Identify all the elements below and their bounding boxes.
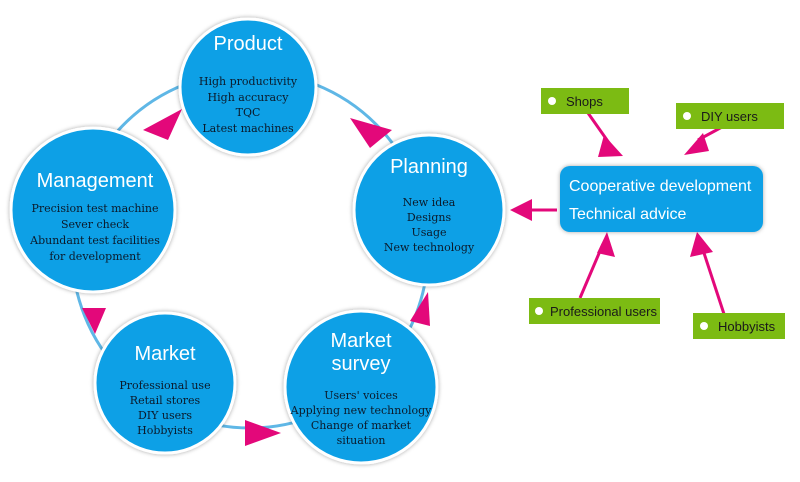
market-survey-circle xyxy=(283,309,439,465)
label-hobbyists: Hobbyists xyxy=(693,313,785,339)
market-survey-node: Market survey Users' voices Applying new… xyxy=(283,309,439,465)
bullet-icon xyxy=(683,112,691,120)
label-professional-users: Professional users xyxy=(529,298,660,324)
market-item: Professional use xyxy=(119,379,210,392)
arrow-box-to-planning-icon xyxy=(510,199,532,221)
market-survey-title: survey xyxy=(332,353,391,375)
planning-circle xyxy=(352,133,506,287)
arrow-shops-to-box-icon xyxy=(598,135,623,157)
bullet-icon xyxy=(548,97,556,105)
management-item: Sever check xyxy=(61,218,129,231)
market-item: Retail stores xyxy=(130,394,201,407)
market-survey-item: Applying new technology xyxy=(290,404,432,417)
product-title: Product xyxy=(214,33,283,55)
market-item: DIY users xyxy=(138,409,192,422)
arrow-diy-to-box-icon xyxy=(684,133,709,155)
market-survey-title: Market xyxy=(330,330,392,352)
arrowheads xyxy=(82,109,713,446)
arrow-box-to-hobbyists-icon xyxy=(690,232,713,257)
diy-users-label: DIY users xyxy=(701,109,758,124)
management-item: Abundant test facilities xyxy=(29,234,160,247)
market-survey-item: Users' voices xyxy=(324,389,398,402)
product-item: TQC xyxy=(236,106,261,119)
cooperation-line: Technical advice xyxy=(569,206,687,223)
management-item: for development xyxy=(49,250,141,263)
professional-users-label-background xyxy=(529,298,660,324)
management-title: Management xyxy=(37,170,154,192)
arrow-to-market-icon xyxy=(82,308,106,334)
arrow-box-to-professional-icon xyxy=(597,232,615,257)
cooperation-box-background xyxy=(560,166,763,232)
management-circle xyxy=(9,126,177,294)
planning-item: Designs xyxy=(407,211,452,224)
product-item: High accuracy xyxy=(208,91,290,104)
product-node: Product High productivity High accuracy … xyxy=(178,17,318,157)
product-item: High productivity xyxy=(199,75,298,88)
planning-item: New technology xyxy=(384,241,475,254)
professional-users-label: Professional users xyxy=(550,304,657,319)
shops-label: Shops xyxy=(566,94,603,109)
product-circle xyxy=(178,17,318,157)
arrow-to-planning-icon xyxy=(350,118,392,148)
management-node: Management Precision test machine Sever … xyxy=(9,126,177,294)
planning-title: Planning xyxy=(390,156,468,178)
cooperation-line: Cooperative development xyxy=(569,178,752,195)
label-shops: Shops xyxy=(541,88,629,114)
hobbyists-connector xyxy=(701,249,726,315)
market-title: Market xyxy=(134,343,196,365)
market-item: Hobbyists xyxy=(137,424,193,437)
bullet-icon xyxy=(700,322,708,330)
planning-item: Usage xyxy=(411,226,446,239)
arrow-to-planning-from-survey-icon xyxy=(410,292,430,326)
market-node: Market Professional use Retail stores DI… xyxy=(93,311,237,455)
planning-node: Planning New idea Designs Usage New tech… xyxy=(352,133,506,287)
arrow-to-market-survey-icon xyxy=(245,420,281,446)
market-survey-item: Change of market xyxy=(311,419,412,432)
hobbyists-label: Hobbyists xyxy=(718,319,776,334)
management-item: Precision test machine xyxy=(31,202,158,215)
market-survey-item: situation xyxy=(337,434,386,447)
label-diy-users: DIY users xyxy=(676,103,784,129)
hobbyists-label-background xyxy=(693,313,785,339)
diy-users-label-background xyxy=(676,103,784,129)
bullet-icon xyxy=(535,307,543,315)
cooperation-box: Cooperative development Technical advice xyxy=(560,166,763,232)
planning-item: New idea xyxy=(403,196,456,209)
product-item: Latest machines xyxy=(202,122,294,135)
arrow-to-product-icon xyxy=(143,109,182,140)
market-circle xyxy=(93,311,237,455)
